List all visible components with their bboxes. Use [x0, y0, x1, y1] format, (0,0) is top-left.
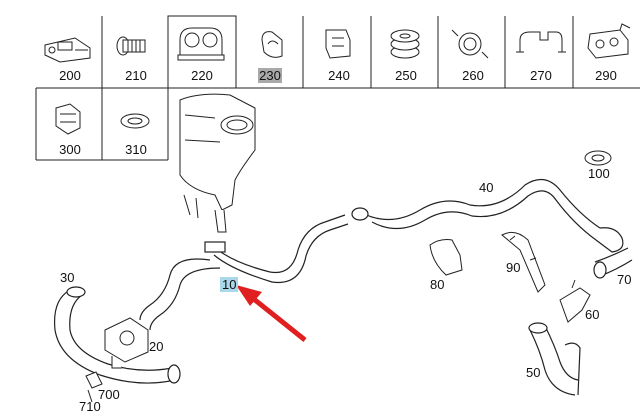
part-label-260[interactable]: 260	[462, 68, 484, 83]
part-label-210[interactable]: 210	[125, 68, 147, 83]
shield-80	[429, 239, 463, 276]
part-label-220[interactable]: 220	[191, 68, 213, 83]
part-label-290[interactable]: 290	[595, 68, 617, 83]
connector-700	[85, 371, 103, 403]
arrow-indicator	[236, 285, 307, 342]
grommet-stack-icon	[390, 29, 420, 59]
hose-50	[528, 322, 581, 396]
callout-100[interactable]: 100	[588, 166, 610, 181]
multi-clip-icon	[587, 23, 631, 59]
callout-700[interactable]: 700	[98, 387, 120, 402]
part-label-230-text[interactable]: 230	[258, 68, 282, 83]
fitting-60	[559, 279, 591, 323]
clip-90	[501, 231, 546, 293]
callout-10[interactable]: 10	[220, 277, 239, 293]
screw-icon	[116, 36, 146, 56]
part-label-230[interactable]: 230	[246, 68, 294, 84]
callout-40[interactable]: 40	[479, 180, 494, 195]
washer-icon	[120, 113, 150, 129]
hose-assembly-30	[53, 258, 221, 384]
bracket-clip-icon	[325, 29, 351, 59]
part-label-310[interactable]: 310	[125, 142, 147, 157]
callout-20[interactable]: 20	[149, 339, 164, 354]
saddle-clamp-icon	[516, 31, 566, 53]
coolant-hose-10	[204, 214, 349, 284]
part-label-300[interactable]: 300	[59, 142, 81, 157]
callout-30[interactable]: 30	[60, 270, 75, 285]
callout-50[interactable]: 50	[526, 365, 541, 380]
clamp-block-icon	[44, 37, 91, 63]
callout-60[interactable]: 60	[585, 307, 600, 322]
water-pump-20	[104, 317, 149, 369]
callout-90[interactable]: 90	[506, 260, 521, 275]
hose-70	[593, 247, 633, 279]
expansion-tank	[179, 93, 256, 233]
callout-10-text[interactable]: 10	[220, 277, 239, 292]
selected-cell-frame	[167, 15, 237, 89]
callout-80[interactable]: 80	[430, 277, 445, 292]
callout-710[interactable]: 710	[79, 399, 101, 414]
retainer-clip-icon	[55, 103, 81, 135]
part-label-240[interactable]: 240	[328, 68, 350, 83]
washer-100-icon	[584, 150, 612, 166]
double-clip-icon	[177, 27, 225, 61]
part-label-200[interactable]: 200	[59, 68, 81, 83]
part-label-250[interactable]: 250	[395, 68, 417, 83]
hose-40	[351, 179, 624, 253]
hose-clip-icon	[261, 31, 283, 58]
spring-clamp-icon	[451, 29, 489, 59]
part-label-270[interactable]: 270	[530, 68, 552, 83]
callout-70[interactable]: 70	[617, 272, 632, 287]
